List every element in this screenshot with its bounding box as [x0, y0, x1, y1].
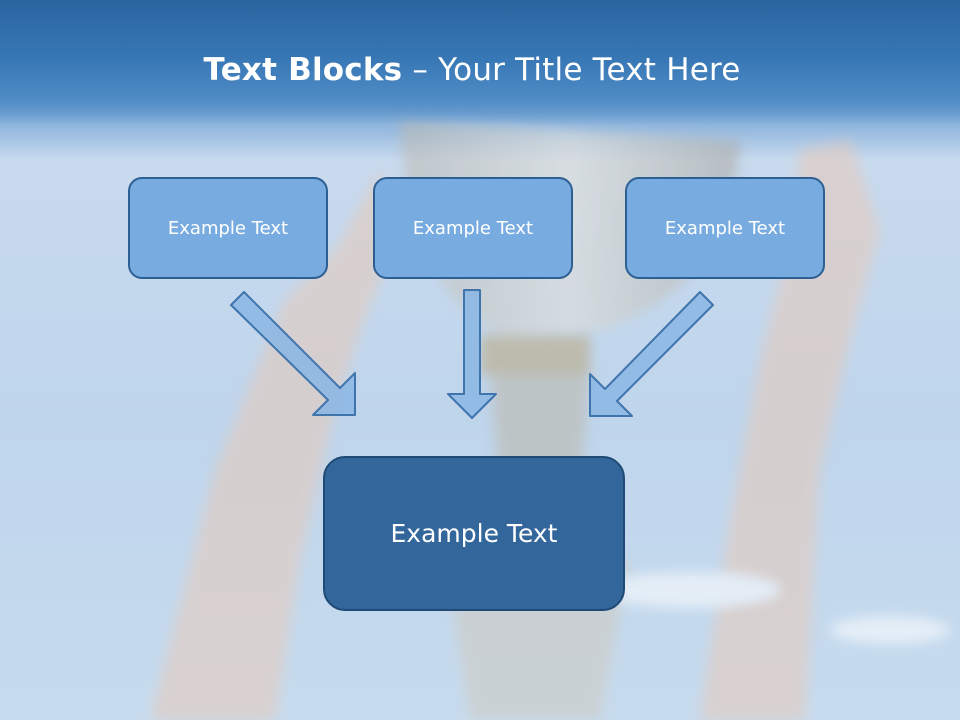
text-block-left[interactable]: Example Text — [128, 177, 328, 279]
text-block-center[interactable]: Example Text — [373, 177, 573, 279]
slide-title: Text Blocks – Your Title Text Here — [0, 52, 944, 88]
title-band — [0, 0, 960, 125]
title-bold-part: Text Blocks — [203, 52, 403, 88]
title-rest-part: – Your Title Text Here — [402, 52, 741, 88]
text-block-right[interactable]: Example Text — [625, 177, 825, 279]
text-block-bottom[interactable]: Example Text — [323, 456, 625, 611]
